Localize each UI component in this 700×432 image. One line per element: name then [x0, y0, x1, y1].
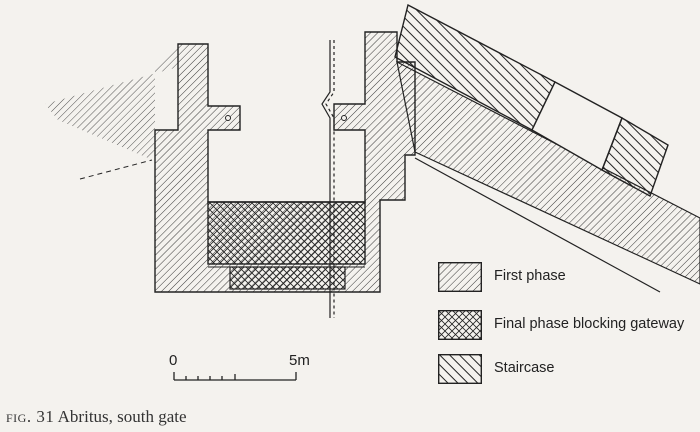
legend-label-staircase: Staircase [494, 360, 555, 376]
blocking-gateway-threshold [229, 266, 346, 290]
post-hole-left [225, 115, 231, 121]
legend-item-first-phase: First phase [438, 262, 700, 292]
scale-start-label: 0 [169, 352, 178, 369]
central-axis-line-2 [325, 40, 335, 318]
legend-item-staircase: Staircase [438, 354, 700, 384]
final-phase-swatch [438, 310, 482, 340]
scale-bar [173, 372, 297, 381]
figure-caption: fig. 31 Abritus, south gate [6, 407, 187, 427]
figure-number: fig. 31 [6, 407, 55, 426]
legend-label-final-phase: Final phase blocking gateway [494, 316, 685, 332]
legend-label-first-phase: First phase [494, 268, 566, 284]
staircase-swatch [438, 354, 482, 384]
legend-item-final-phase: Final phase blocking gateway [438, 310, 700, 340]
first-phase-swatch [438, 262, 482, 292]
legend: First phase Final phase blocking gateway… [438, 262, 700, 392]
staircase-lower [601, 116, 669, 198]
central-axis-line [321, 40, 331, 318]
scale-end-label: 5m [289, 352, 310, 369]
blocking-gateway-main [207, 201, 366, 265]
left-wall-wedge [45, 44, 178, 158]
right-wall-inner-edge [414, 157, 661, 293]
post-hole-right [341, 115, 347, 121]
left-wall-dashed-edge [79, 159, 153, 180]
figure-title: Abritus, south gate [57, 407, 187, 426]
